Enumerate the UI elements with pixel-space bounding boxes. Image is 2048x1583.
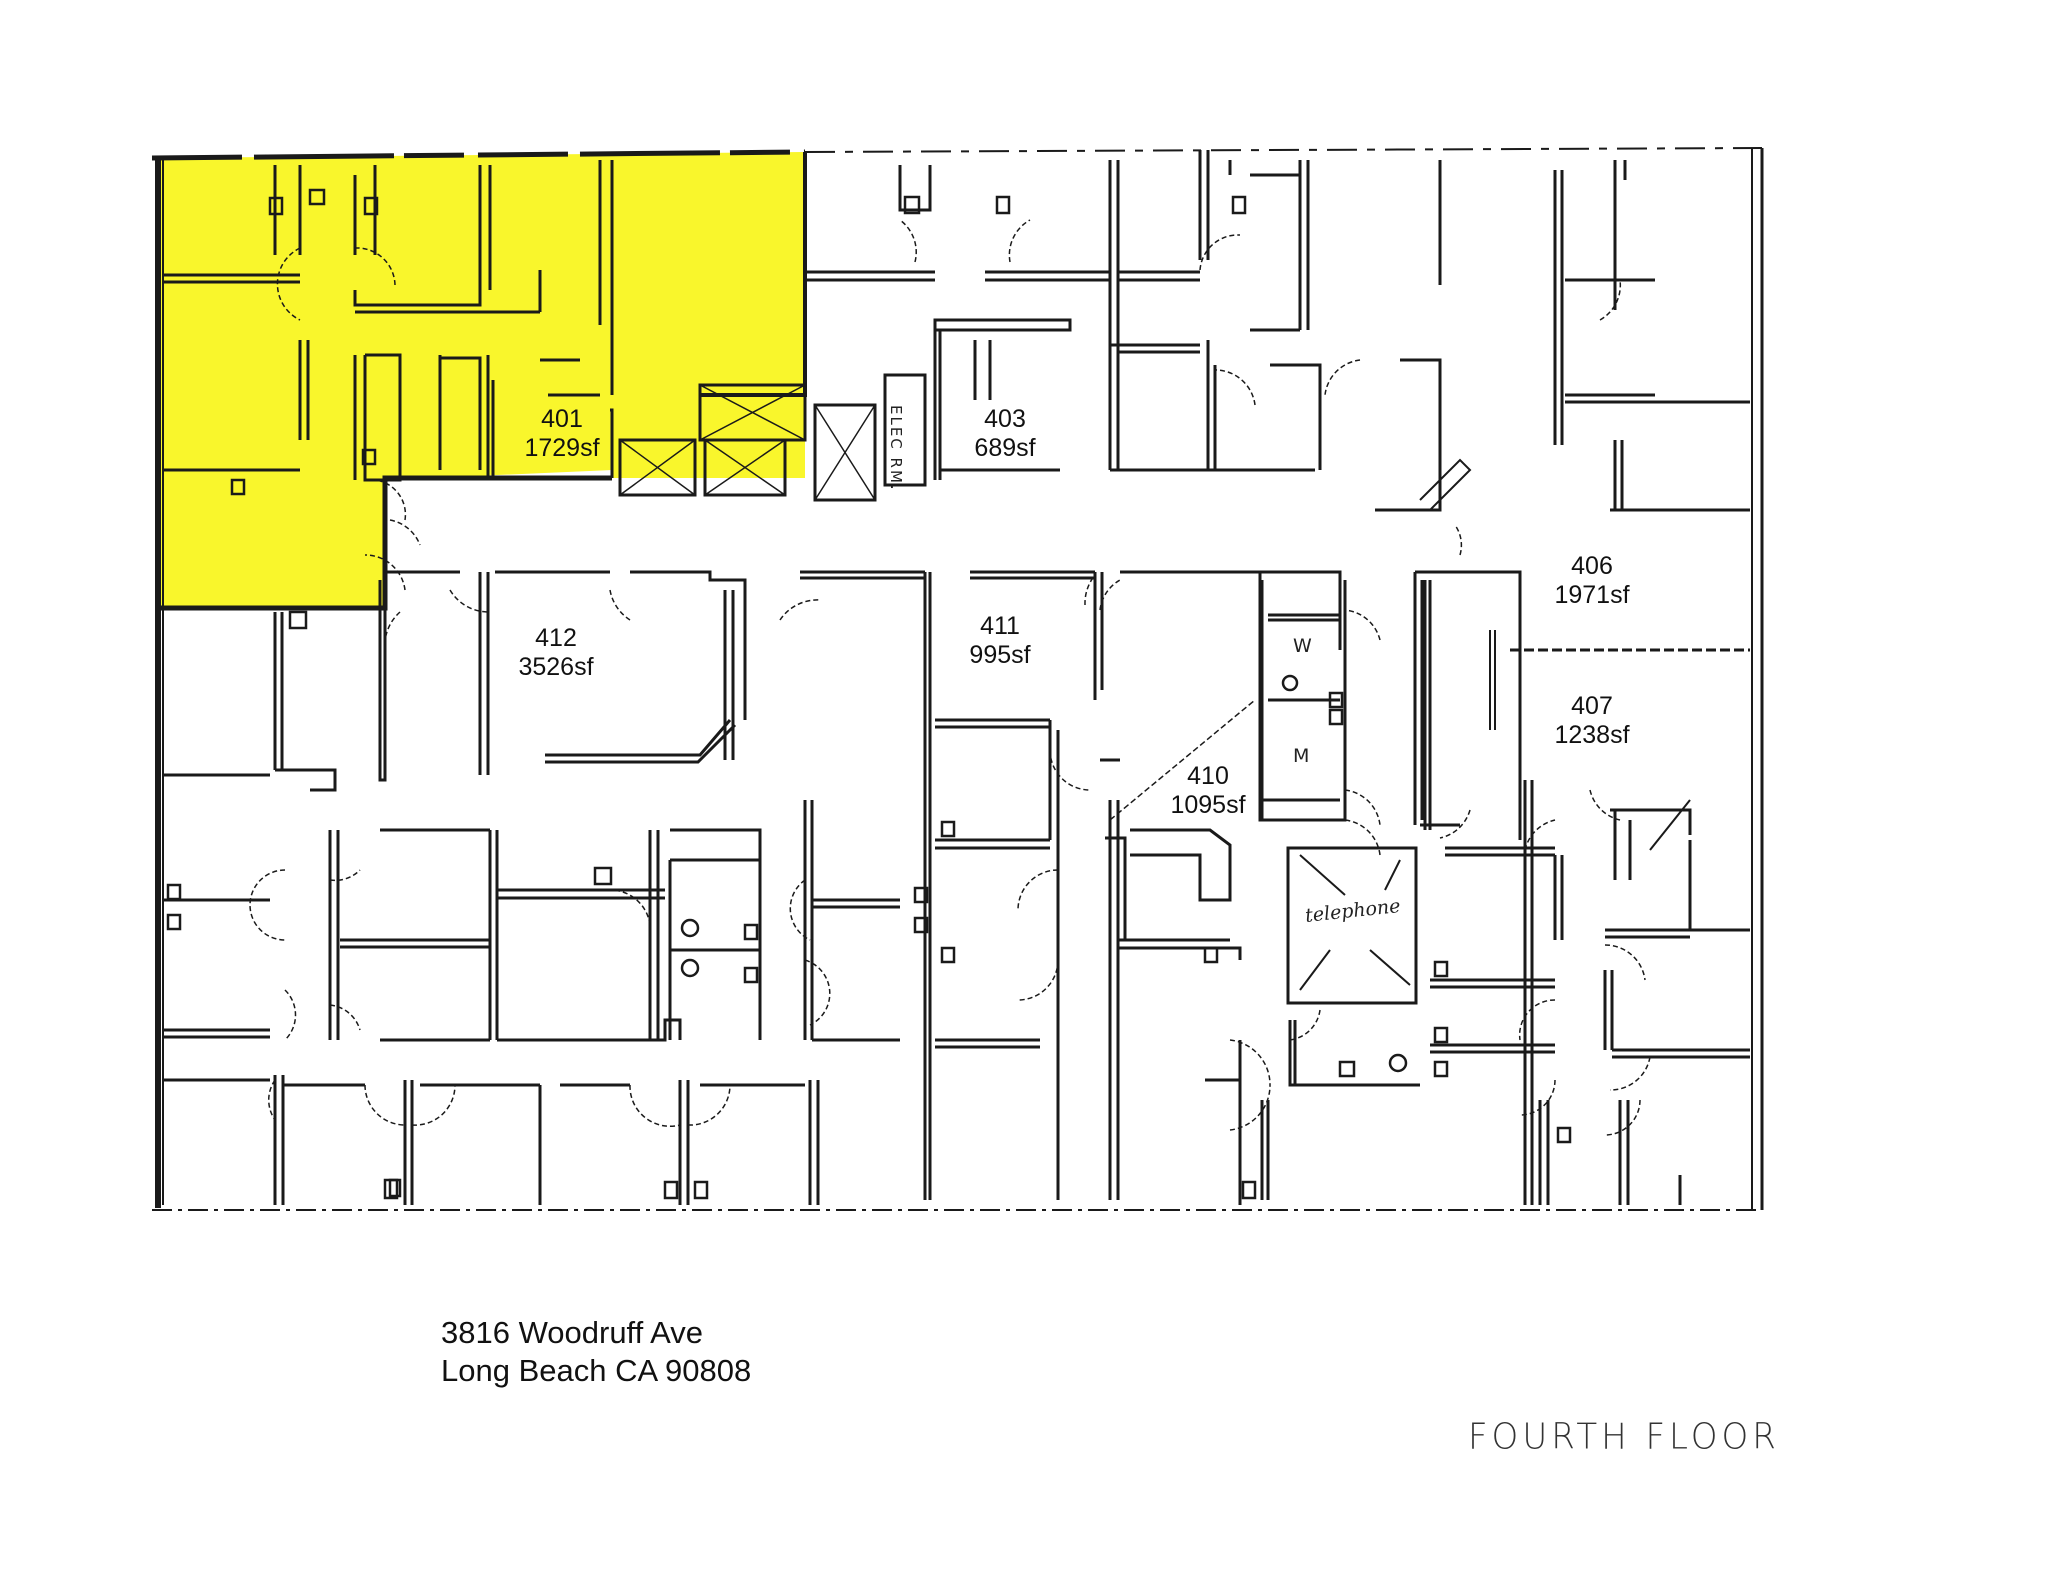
room-area: 995sf: [969, 641, 1031, 669]
room-number: 412: [535, 624, 577, 652]
elevator-shafts: [618, 373, 927, 502]
room-number: 410: [1187, 762, 1229, 790]
walls: [151, 147, 1764, 1211]
womens-restroom-label: W: [1293, 635, 1312, 657]
room-411-label[interactable]: 411 995sf: [969, 612, 1030, 670]
room-area: 1238sf: [1554, 721, 1630, 749]
address-city: Long Beach CA 90808: [441, 1353, 752, 1388]
room-area: 3526sf: [518, 653, 594, 681]
room-403-label[interactable]: 403 689sf: [974, 405, 1035, 463]
room-410-label[interactable]: 410 1095sf: [1170, 762, 1245, 820]
room-407-label[interactable]: 407 1238sf: [1554, 692, 1629, 750]
room-area: 689sf: [974, 434, 1036, 462]
room-number: 403: [984, 405, 1026, 433]
suite-401-highlight[interactable]: [160, 152, 805, 608]
room-406-label[interactable]: 406 1971sf: [1554, 552, 1629, 610]
door-swings: [249, 219, 1651, 1136]
room-area: 1971sf: [1554, 581, 1630, 609]
room-401-label[interactable]: 401 1729sf: [524, 405, 599, 463]
mens-restroom-label: M: [1293, 745, 1310, 767]
room-412-label[interactable]: 412 3526sf: [518, 624, 593, 682]
room-number: 411: [980, 612, 1020, 640]
fixtures: [166, 188, 1572, 1200]
building-address: 3816 Woodruff Ave Long Beach CA 90808: [441, 1314, 751, 1390]
elec-room-label: ELEC RM.: [887, 405, 905, 492]
room-area: 1729sf: [524, 434, 600, 462]
address-street: 3816 Woodruff Ave: [441, 1315, 703, 1350]
room-area: 1095sf: [1170, 791, 1246, 819]
room-number: 407: [1571, 692, 1613, 720]
room-number: 406: [1571, 552, 1613, 580]
floor-title: FOURTH FLOOR: [1468, 1416, 1780, 1458]
room-number: 401: [541, 405, 583, 433]
